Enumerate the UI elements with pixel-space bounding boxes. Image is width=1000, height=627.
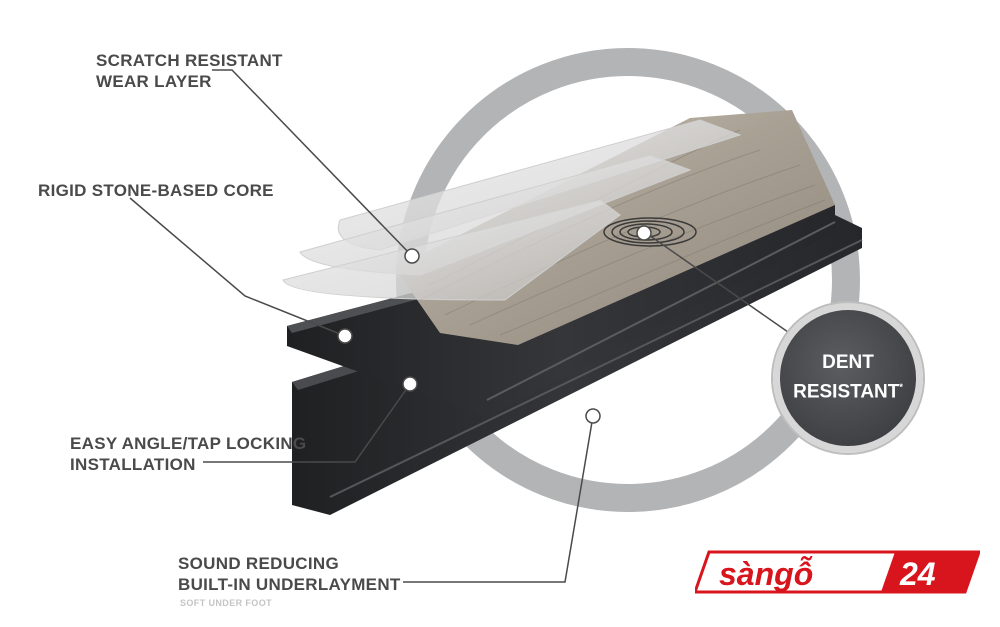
locking-label: EASY ANGLE/TAP LOCKING INSTALLATION [70, 434, 307, 474]
leader-wear-layer [212, 69, 413, 257]
leader-lines [129, 69, 789, 583]
core-label: RIGID STONE-BASED CORE [38, 181, 274, 200]
brand-logo-text: sàngỗ [719, 556, 813, 592]
callout-dots [337, 225, 652, 424]
leader-underlay [403, 415, 594, 583]
leader-core [129, 197, 346, 337]
underlayment-note: SOFT UNDER FOOT [180, 598, 272, 608]
brand-logo-number: 24 [899, 556, 936, 592]
wear-layer-label: SCRATCH RESISTANT WEAR LAYER [96, 51, 283, 91]
underlayment-label: SOUND REDUCING BUILT-IN UNDERLAYMENT [178, 554, 401, 594]
brand-logo-mark: sàngỗ 24 [692, 550, 982, 594]
dent-resistant-badge: DENT RESISTANT* [773, 303, 923, 453]
brand-logo: sàngỗ 24 [692, 548, 982, 596]
leader-dent [645, 232, 789, 333]
wear-film-3 [282, 199, 621, 301]
leader-locking [203, 383, 411, 463]
